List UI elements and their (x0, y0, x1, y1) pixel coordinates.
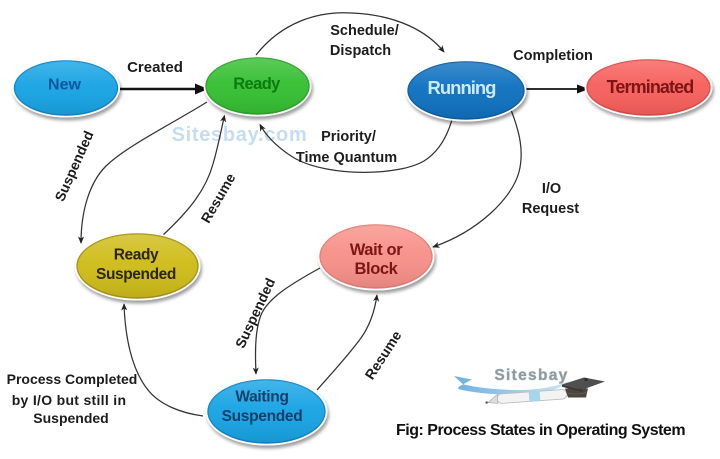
svg-text:Created: Created (127, 59, 183, 76)
svg-text:Suspended: Suspended (33, 410, 108, 426)
svg-text:Dispatch: Dispatch (330, 43, 391, 59)
svg-text:Fig: Process States in Operati: Fig: Process States in Operating System (396, 422, 685, 439)
svg-text:Ready: Ready (114, 247, 159, 264)
svg-text:by I/O but still in: by I/O but still in (12, 392, 127, 408)
svg-text:I/O: I/O (542, 181, 561, 197)
svg-text:Ready: Ready (233, 75, 281, 93)
svg-text:Process Completed: Process Completed (7, 371, 138, 387)
svg-text:Waiting: Waiting (235, 389, 288, 406)
svg-text:Sitesbay.com: Sitesbay.com (172, 124, 308, 146)
svg-text:Priority/: Priority/ (321, 129, 376, 145)
svg-text:Suspended: Suspended (222, 408, 303, 425)
svg-text:Completion: Completion (513, 48, 593, 64)
svg-text:Suspended: Suspended (96, 266, 176, 283)
svg-text:Schedule/: Schedule/ (330, 23, 399, 39)
svg-text:Resume: Resume (197, 170, 238, 225)
svg-text:Terminated: Terminated (607, 77, 694, 97)
svg-text:Sitesbay: Sitesbay (494, 367, 568, 384)
svg-text:New: New (48, 77, 81, 94)
svg-text:Time Quantum: Time Quantum (296, 150, 397, 166)
svg-text:Request: Request (522, 201, 579, 217)
svg-text:Block: Block (355, 260, 399, 278)
svg-text:Suspended: Suspended (232, 275, 278, 350)
svg-text:Resume: Resume (361, 328, 404, 383)
svg-text:Wait or: Wait or (350, 241, 403, 259)
svg-text:Running: Running (427, 77, 496, 98)
